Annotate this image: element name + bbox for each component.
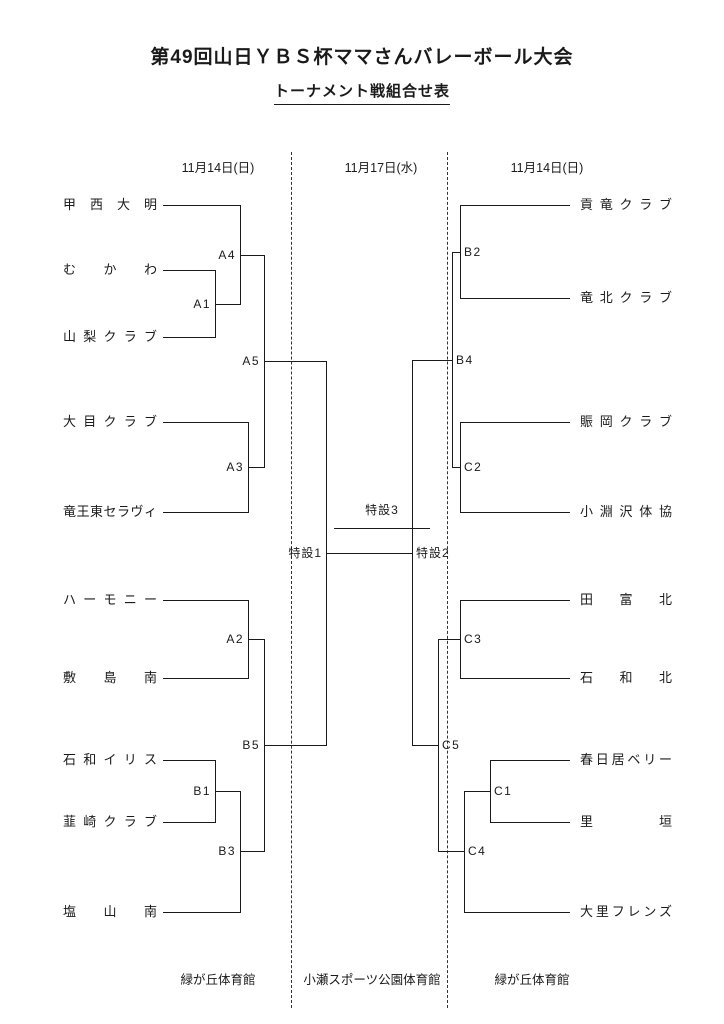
bracket-line [163, 337, 215, 338]
match-label-c5: C5 [442, 738, 461, 752]
bracket-line [163, 270, 215, 271]
bracket-line [248, 467, 264, 468]
match-label-tokusetsu2: 特設2 [416, 546, 450, 560]
bracket-line [412, 360, 413, 746]
team-left-2: むかわ [63, 262, 157, 277]
bracket-line [412, 745, 439, 746]
match-label-a4: A4 [218, 248, 236, 262]
venue-center: 小瀬スポーツ公園体育館 [303, 973, 441, 987]
match-label-tokusetsu1: 特設1 [288, 546, 322, 560]
match-label-tokusetsu3: 特設3 [365, 503, 399, 517]
team-right-8: 里垣 [580, 814, 672, 829]
bracket-line [460, 600, 570, 601]
bracket-line [438, 639, 439, 852]
team-right-6: 石和北 [580, 670, 672, 685]
match-label-b3: B3 [218, 844, 236, 858]
match-label-c1: C1 [494, 784, 513, 798]
match-label-b1: B1 [193, 784, 211, 798]
bracket-line [334, 528, 430, 529]
match-label-c2: C2 [464, 460, 483, 474]
bracket-line [215, 304, 240, 305]
match-label-a3: A3 [226, 460, 244, 474]
bracket-line [240, 255, 264, 256]
bracket-line [460, 512, 570, 513]
match-label-b5: B5 [242, 738, 260, 752]
match-label-c4: C4 [468, 844, 487, 858]
page-subtitle: トーナメント戦組合せ表 [273, 80, 450, 105]
bracket-line [264, 361, 326, 362]
bracket-line [163, 822, 215, 823]
team-right-5: 田富北 [580, 592, 672, 607]
bracket-line [490, 822, 570, 823]
team-right-7: 春日居ベリー [580, 752, 672, 767]
bracket-line [163, 678, 248, 679]
bracket-line [460, 678, 570, 679]
team-left-3: 山梨クラブ [63, 329, 157, 344]
team-right-1: 貢竜クラブ [580, 197, 672, 212]
bracket-line [326, 553, 413, 554]
bracket-line [460, 600, 461, 679]
bracket-line [460, 205, 461, 299]
bracket-line [248, 639, 264, 640]
match-label-a2: A2 [226, 632, 244, 646]
bracket-line [452, 467, 461, 468]
bracket-line [163, 205, 240, 206]
team-left-7: 敷島南 [63, 670, 157, 685]
team-right-3: 賑岡クラブ [580, 414, 672, 429]
page-title: 第49回山日ＹＢＳ杯ママさんバレーボール大会 [150, 47, 574, 68]
match-label-a1: A1 [193, 297, 211, 311]
team-left-9: 韮崎クラブ [63, 814, 157, 829]
date-header-center: 11月17日(水) [344, 161, 418, 175]
bracket-line [438, 851, 465, 852]
team-left-8: 石和イリス [63, 752, 157, 767]
section-divider-left [291, 152, 292, 1008]
bracket-line [452, 252, 461, 253]
bracket-line [240, 791, 241, 913]
bracket-line [215, 791, 240, 792]
bracket-line [163, 422, 248, 423]
team-right-2: 竜北クラブ [580, 290, 672, 305]
team-left-4: 大目クラブ [63, 414, 157, 429]
team-left-10: 塩山南 [63, 904, 157, 919]
bracket-line [460, 422, 570, 423]
bracket-line [163, 760, 215, 761]
bracket-line [490, 760, 491, 823]
bracket-line [163, 512, 248, 513]
bracket-line [412, 360, 453, 361]
date-header-left: 11月14日(日) [181, 161, 255, 175]
subtitle-wrap: トーナメント戦組合せ表 [0, 80, 724, 105]
bracket-line [464, 791, 491, 792]
bracket-line [464, 791, 465, 913]
bracket-line [240, 851, 264, 852]
venue-right: 緑が丘体育館 [494, 973, 570, 987]
bracket-line [438, 639, 461, 640]
bracket-line [264, 745, 326, 746]
team-right-9: 大里フレンズ [580, 904, 672, 919]
team-left-1: 甲西大明 [63, 197, 157, 212]
bracket-line [490, 760, 570, 761]
team-left-6: ハーモニー [63, 592, 157, 607]
section-divider-right [447, 152, 448, 1008]
match-label-a5: A5 [242, 354, 260, 368]
bracket-line [460, 298, 570, 299]
date-header-right: 11月14日(日) [510, 161, 584, 175]
bracket-line [460, 205, 570, 206]
team-left-5: 竜王東セラヴィ [63, 504, 157, 519]
match-label-b4: B4 [456, 353, 474, 367]
venue-left: 緑が丘体育館 [180, 973, 256, 987]
match-label-c3: C3 [464, 632, 483, 646]
match-label-b2: B2 [464, 245, 482, 259]
bracket-line [464, 912, 570, 913]
bracket-line [163, 912, 240, 913]
team-right-4: 小淵沢体協 [580, 504, 672, 519]
bracket-line [452, 252, 453, 468]
bracket-line [163, 600, 248, 601]
